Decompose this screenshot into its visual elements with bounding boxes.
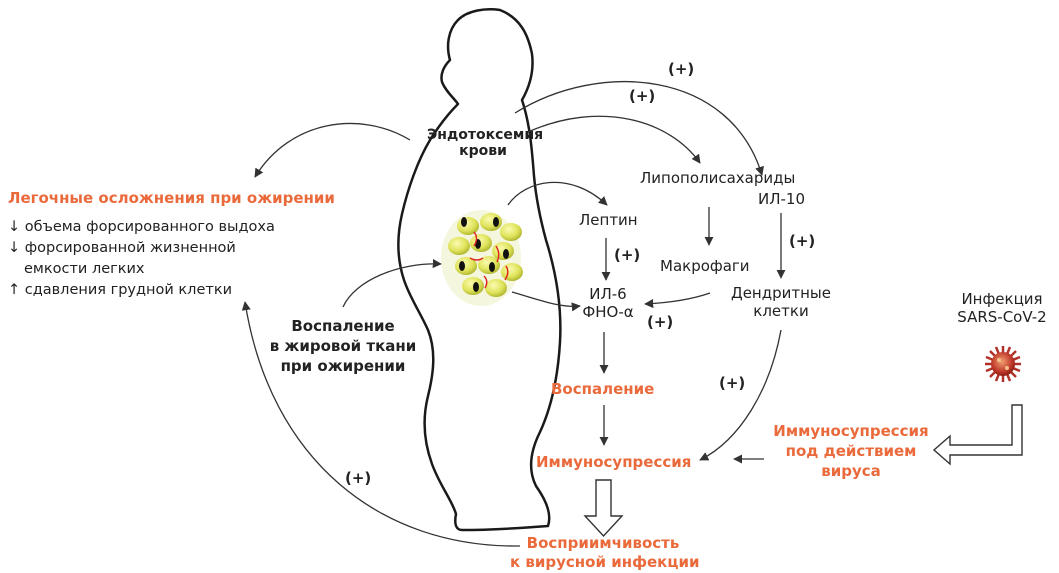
plus-marker-dendritic: (+) (789, 232, 815, 250)
adipose-infl-line-2: в жировой ткани (268, 336, 418, 356)
leptin-label: Лептин (579, 211, 638, 229)
immunosuppression-label: Иммуносупрессия (536, 453, 691, 471)
il6-text: ИЛ-6 (578, 285, 638, 303)
lung-complications-title: Легочные осложнения при ожирении (8, 189, 335, 207)
virus-immuno-line-1: Иммуносупрессия (758, 421, 944, 441)
plus-marker-dendritic-immuno: (+) (719, 374, 745, 392)
infection-line-2: SARS-CoV-2 (950, 308, 1054, 326)
lps-label: Липополисахариды (640, 169, 795, 187)
susceptibility-line-2: к вирусной инфекции (510, 553, 696, 572)
dendritic-line-1: Дендритные (722, 284, 840, 302)
lung-item-fvc-cont: емкости легких (8, 259, 275, 280)
adipose-infl-line-3: при ожирении (268, 356, 418, 376)
adipose-inflammation-label: Воспаление в жировой ткани при ожирении (268, 316, 418, 376)
virus-immuno-line-2: под действием (758, 441, 944, 461)
endotoxemia-line-1: Эндотоксемия (427, 127, 539, 143)
lung-item-fvc: ↓ форсированной жизненной (8, 238, 275, 259)
hollow-elbow-arrow (934, 405, 1022, 464)
dendritic-line-2: клетки (722, 302, 840, 320)
plus-marker-macrophage: (+) (647, 313, 673, 331)
lung-item-chest: ↑ сдавления грудной клетки (8, 280, 275, 301)
adipose-infl-line-1: Воспаление (268, 316, 418, 336)
hollow-arrow-down (585, 480, 622, 536)
lung-item-fev: ↓ объема форсированного выдоха (8, 217, 275, 238)
susceptibility-line-1: Восприимчивость (510, 534, 696, 553)
plus-marker-leptin: (+) (614, 246, 640, 264)
inflammation-label: Воспаление (551, 380, 654, 398)
endotoxemia-label: Эндотоксемия крови (427, 127, 539, 159)
adipose-tissue-icon (441, 210, 523, 306)
lung-complications-list: ↓ объема форсированного выдоха ↓ форсиро… (8, 217, 275, 301)
infection-line-1: Инфекция (950, 290, 1054, 308)
endotoxemia-line-2: крови (427, 143, 539, 159)
virus-immunosuppression-label: Иммуносупрессия под действием вируса (758, 421, 944, 481)
infection-label: Инфекция SARS-CoV-2 (950, 290, 1054, 326)
il6-tnf-label: ИЛ-6 ФНО-α (578, 285, 638, 321)
plus-marker-lps: (+) (629, 87, 655, 105)
macrophages-label: Макрофаги (660, 257, 750, 275)
virus-immuno-line-3: вируса (758, 461, 944, 481)
susceptibility-label: Восприимчивость к вирусной инфекции (510, 534, 696, 572)
plus-marker-il10: (+) (668, 60, 694, 78)
plus-marker-susceptibility: (+) (345, 469, 371, 487)
coronavirus-icon (985, 346, 1021, 382)
tnf-text: ФНО-α (578, 303, 638, 321)
il10-label: ИЛ-10 (758, 190, 805, 208)
dendritic-cells-label: Дендритные клетки (722, 284, 840, 320)
